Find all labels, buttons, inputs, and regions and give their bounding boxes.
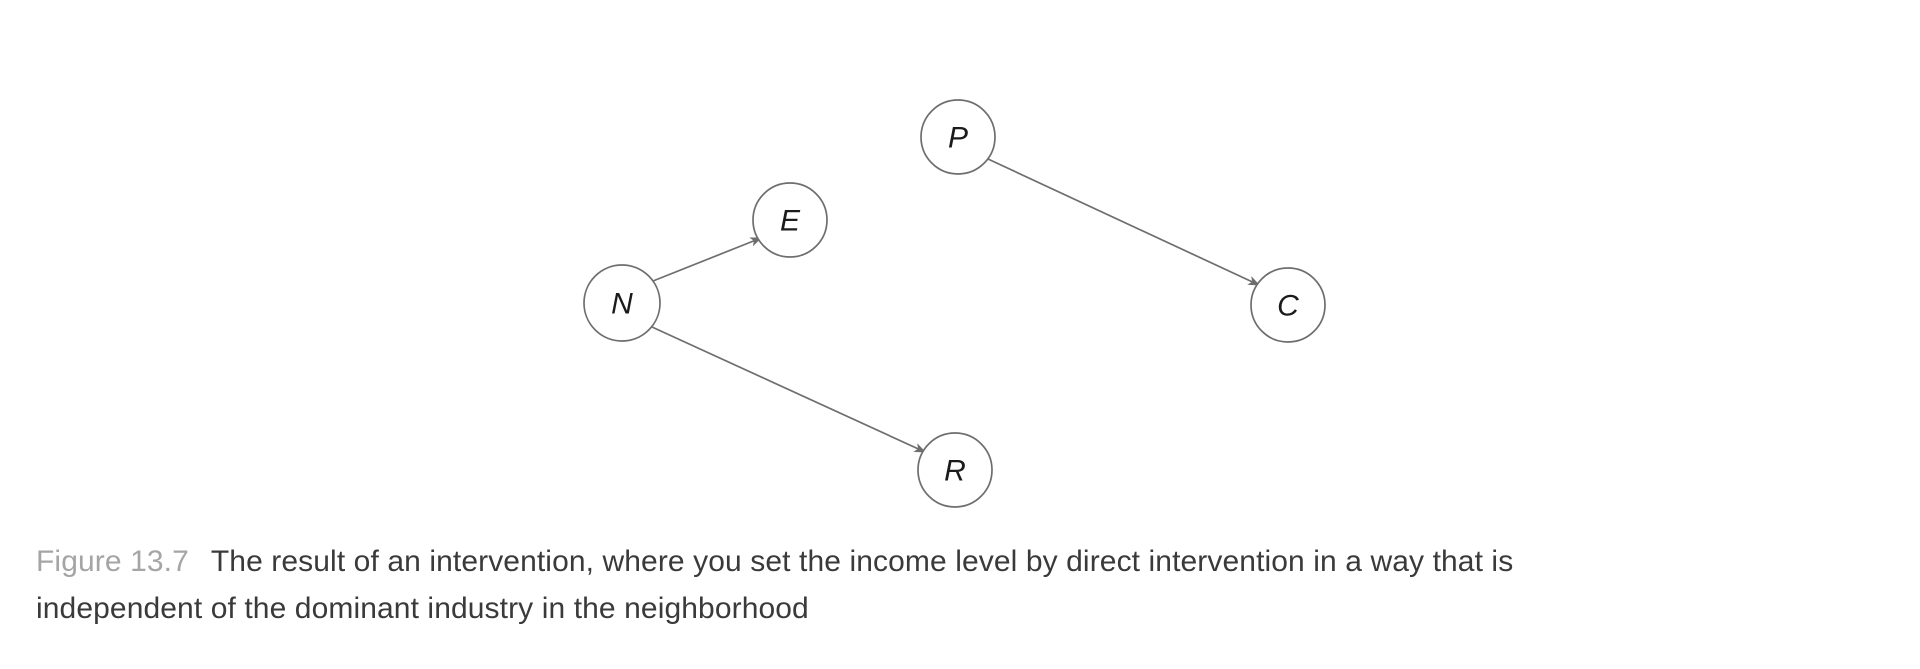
node-label-e: E [780,205,801,238]
node-circle-p[interactable] [920,99,996,175]
node-label-n: N [611,288,633,321]
node-label-p: P [948,122,968,155]
node-e[interactable]: E [752,182,828,258]
figure-number-label: Figure 13.7 [36,545,189,578]
node-p[interactable]: P [920,99,996,175]
edge-n-to-e [652,237,763,282]
node-label-c: C [1277,290,1299,323]
edge-group [651,158,1261,453]
node-circle-n[interactable] [583,264,661,342]
figure-caption-text: The result of an intervention, where you… [36,545,1514,625]
node-r[interactable]: R [917,432,993,508]
edge-p-to-c [987,158,1261,286]
node-circle-e[interactable] [752,182,828,258]
node-c[interactable]: C [1250,267,1326,343]
node-label-r: R [944,455,966,488]
causal-diagram: N E P C R [583,99,1326,508]
node-n[interactable]: N [583,264,661,342]
node-circle-r[interactable] [917,432,993,508]
edge-n-to-r [651,326,927,453]
node-circle-c[interactable] [1250,267,1326,343]
